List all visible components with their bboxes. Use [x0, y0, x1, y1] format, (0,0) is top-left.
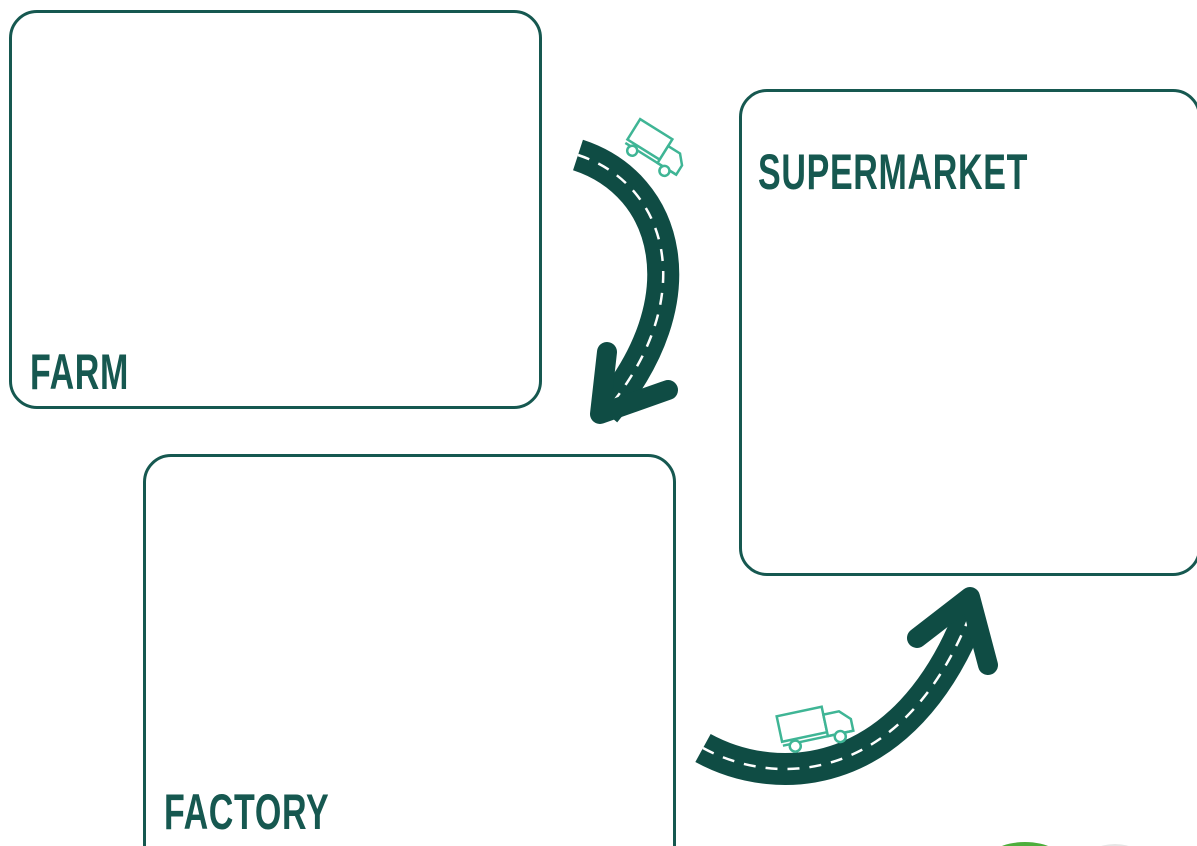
factory-label: FACTORY: [164, 784, 330, 840]
supermarket-label: SUPERMARKET: [758, 144, 1029, 200]
logo-icon: [1002, 842, 1129, 846]
delivery-truck-icon: [775, 705, 855, 753]
farm-box: FARM: [9, 10, 542, 409]
road-arrow-icon: [695, 587, 998, 785]
supermarket-box: SUPERMARKET: [739, 89, 1197, 576]
factory-box: FACTORY: [143, 454, 676, 846]
delivery-truck-icon: [624, 117, 684, 178]
farm-label: FARM: [30, 344, 130, 400]
road-arrow-icon: [572, 139, 680, 424]
